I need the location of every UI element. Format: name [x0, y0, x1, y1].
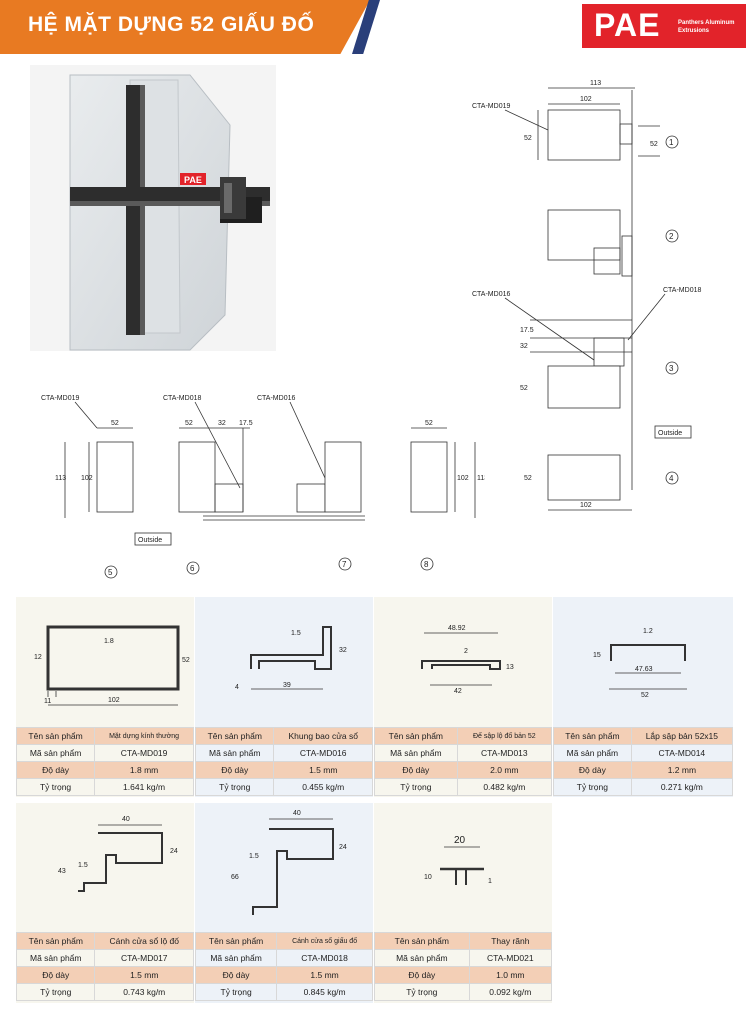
svg-text:52: 52: [650, 141, 658, 148]
label-md016-h: CTA-MD016: [257, 395, 295, 402]
svg-text:102: 102: [580, 502, 592, 509]
svg-text:1: 1: [669, 138, 674, 147]
label-md018-v: CTA-MD018: [663, 287, 701, 294]
svg-text:47.63: 47.63: [635, 666, 653, 673]
svg-text:13: 13: [506, 664, 514, 671]
logo-subtitle: Panthers Aluminum Extrusions: [678, 19, 744, 35]
svg-text:2: 2: [464, 648, 468, 655]
svg-text:113: 113: [590, 80, 601, 87]
profile-drawing-md021: 20 10 1: [424, 835, 492, 885]
svg-text:1.5: 1.5: [78, 862, 88, 869]
svg-text:102: 102: [580, 96, 592, 103]
svg-text:17.5: 17.5: [520, 327, 534, 334]
svg-text:12: 12: [34, 654, 42, 661]
svg-text:113: 113: [477, 475, 485, 482]
profile-drawing-md019: 102 11 52 12 1.8: [34, 625, 190, 706]
svg-text:52: 52: [520, 385, 528, 392]
svg-text:32: 32: [218, 420, 226, 427]
horizontal-section-drawing: CTA-MD019 CTA-MD018 CTA-MD016 52 102 113…: [41, 395, 485, 579]
svg-text:1: 1: [488, 878, 492, 885]
curtain-wall-render: PAE: [69, 74, 270, 351]
product-photo: PAE: [30, 65, 276, 351]
svg-text:24: 24: [339, 844, 347, 851]
logo-brand: PAE: [594, 7, 661, 43]
svg-text:48.92: 48.92: [448, 625, 466, 632]
svg-text:4: 4: [669, 474, 674, 483]
svg-text:15: 15: [593, 652, 601, 659]
svg-text:52: 52: [524, 475, 532, 482]
svg-text:42: 42: [454, 688, 462, 695]
profile-drawing-md013: 48.92 42 2 13: [421, 625, 514, 695]
svg-text:102: 102: [457, 475, 469, 482]
logo-line2: Extrusions: [678, 28, 710, 34]
photo-badge: PAE: [184, 175, 202, 185]
svg-text:2: 2: [669, 232, 674, 241]
logo-line1: Panthers Aluminum: [678, 20, 735, 26]
svg-text:8: 8: [424, 560, 429, 569]
svg-text:52: 52: [524, 135, 532, 142]
label-md016-v: CTA-MD016: [472, 291, 510, 298]
profile-drawing-md014: 47.63 52 15 1.2: [593, 628, 687, 699]
label-outside-h: Outside: [138, 537, 162, 544]
svg-text:52: 52: [641, 692, 649, 699]
page-title: HỆ MẶT DỰNG 52 GIẤU ĐỐ: [28, 13, 315, 36]
svg-text:10: 10: [424, 874, 432, 881]
vertical-section-drawing: 113 102 CTA-MD019 52 52 1 2 CTA-MD016 CT…: [472, 80, 701, 511]
svg-text:40: 40: [293, 810, 301, 817]
brand-logo: PAE Panthers Aluminum Extrusions: [582, 4, 746, 48]
header-banner: [0, 0, 370, 54]
svg-text:66: 66: [231, 874, 239, 881]
label-md019-v: CTA-MD019: [472, 103, 510, 110]
svg-text:1.5: 1.5: [249, 853, 259, 860]
svg-text:102: 102: [108, 697, 120, 704]
svg-text:7: 7: [342, 560, 347, 569]
profile-drawing-md016: 39 4 32 1.5: [235, 626, 347, 691]
svg-text:52: 52: [425, 420, 433, 427]
svg-text:52: 52: [111, 420, 119, 427]
profile-drawing-md017: 40 43 1.5 24: [58, 816, 178, 892]
svg-text:1.2: 1.2: [643, 628, 653, 635]
svg-text:11: 11: [44, 698, 51, 705]
svg-text:52: 52: [182, 657, 190, 664]
svg-text:32: 32: [339, 647, 347, 654]
label-md019-h: CTA-MD019: [41, 395, 79, 402]
svg-text:102: 102: [81, 475, 93, 482]
svg-text:1.8: 1.8: [104, 638, 114, 645]
svg-text:24: 24: [170, 848, 178, 855]
svg-text:20: 20: [454, 835, 466, 846]
svg-text:17.5: 17.5: [239, 420, 253, 427]
svg-text:32: 32: [520, 343, 528, 350]
svg-text:5: 5: [108, 568, 113, 577]
svg-text:113: 113: [55, 475, 66, 482]
svg-text:3: 3: [669, 364, 674, 373]
label-outside-v: Outside: [658, 430, 682, 437]
svg-text:6: 6: [190, 564, 195, 573]
svg-text:52: 52: [185, 420, 193, 427]
svg-text:40: 40: [122, 816, 130, 823]
svg-text:39: 39: [283, 682, 291, 689]
svg-text:43: 43: [58, 868, 66, 875]
svg-text:1.5: 1.5: [291, 630, 301, 637]
profile-drawing-md018: 40 66 1.5 24: [231, 810, 347, 915]
svg-text:4: 4: [235, 684, 239, 691]
label-md018-h: CTA-MD018: [163, 395, 201, 402]
